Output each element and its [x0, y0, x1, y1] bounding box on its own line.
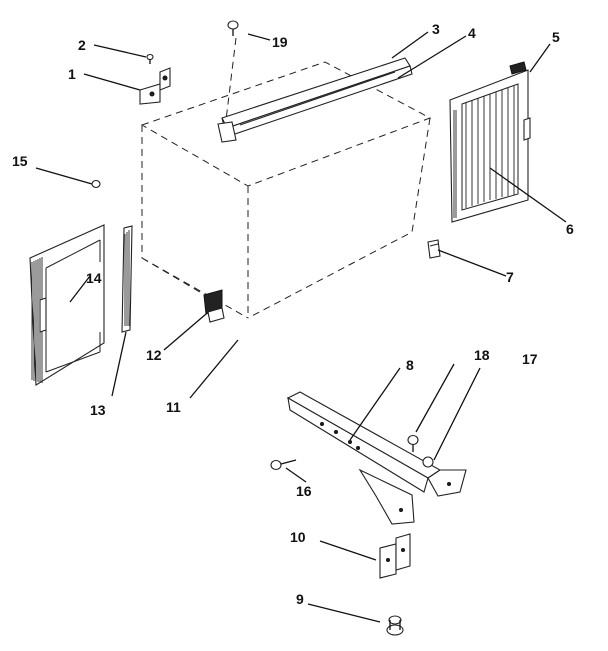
front-grille-5-icon [449, 61, 531, 223]
top-rail-assembly [217, 57, 413, 143]
label-part-1: 1 [68, 66, 76, 82]
cabinet-wrapper [140, 61, 432, 319]
screw-19-icon [225, 20, 239, 121]
leader-lines [35, 31, 567, 623]
label-part-18: 18 [474, 347, 490, 363]
label-part-11: 11 [166, 399, 181, 415]
screw-2-icon [146, 53, 154, 64]
bracket-12-icon [203, 289, 225, 323]
label-part-9: 9 [296, 591, 304, 607]
bracket-1-icon [139, 67, 171, 105]
screw-9-icon [386, 615, 404, 636]
clip-7-icon [427, 239, 441, 259]
label-part-10: 10 [290, 529, 306, 545]
label-part-8: 8 [406, 357, 414, 373]
label-part-15: 15 [12, 153, 28, 169]
label-part-6: 6 [566, 221, 574, 237]
label-part-16: 16 [296, 483, 312, 499]
screw-16-icon [270, 459, 297, 471]
screw-18-icon [407, 434, 419, 452]
label-part-12: 12 [146, 347, 162, 363]
label-part-2: 2 [78, 37, 86, 53]
label-part-4: 4 [468, 25, 476, 41]
side-panel-14-icon [29, 224, 105, 386]
label-part-3: 3 [432, 21, 440, 37]
support-bracket-8-icon [286, 391, 467, 525]
label-part-19: 19 [272, 34, 288, 50]
label-part-17: 17 [522, 351, 538, 367]
screw-15-icon [91, 179, 101, 189]
label-part-13: 13 [90, 402, 106, 418]
bracket-10-icon [379, 533, 411, 579]
label-part-7: 7 [506, 269, 514, 285]
label-part-5: 5 [552, 29, 560, 45]
part-labels: 2 1 19 3 4 5 15 6 7 14 12 18 17 8 13 11 … [12, 21, 574, 607]
label-part-14: 14 [86, 270, 102, 286]
nut-17-icon [422, 456, 434, 468]
side-strip-13-icon [121, 225, 133, 333]
